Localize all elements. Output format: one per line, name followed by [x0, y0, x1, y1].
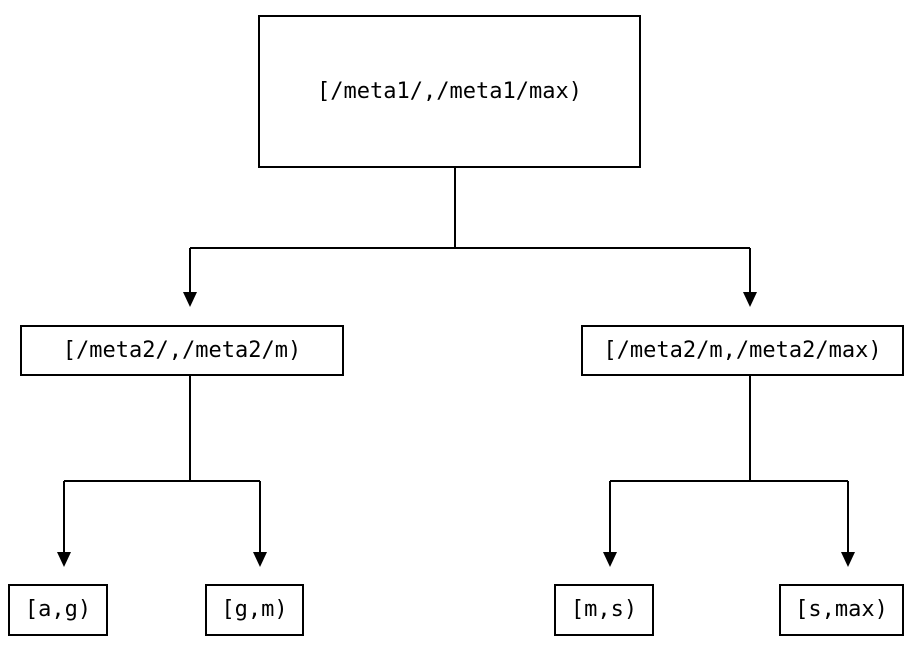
- node-root-label: [/meta1/,/meta1/max): [317, 78, 582, 104]
- node-leaf-ag: [a,g): [8, 584, 108, 636]
- arrowhead-to-leaf-ag: [57, 552, 71, 567]
- node-left-child-label: [/meta2/,/meta2/m): [62, 337, 302, 363]
- node-left-child: [/meta2/,/meta2/m): [20, 325, 344, 376]
- node-leaf-smax: [s,max): [779, 584, 904, 636]
- arrowhead-to-left-child: [183, 292, 197, 307]
- node-leaf-ag-label: [a,g): [24, 597, 92, 622]
- node-leaf-smax-label: [s,max): [795, 597, 888, 622]
- arrowhead-to-right-child: [743, 292, 757, 307]
- node-leaf-gm-label: [g,m): [221, 597, 288, 622]
- arrowhead-to-leaf-ms: [603, 552, 617, 567]
- arrowhead-to-leaf-smax: [841, 552, 855, 567]
- node-leaf-ms-label: [m,s): [570, 597, 638, 622]
- node-right-child: [/meta2/m,/meta2/max): [581, 325, 904, 376]
- node-right-child-label: [/meta2/m,/meta2/max): [603, 337, 882, 363]
- node-root: [/meta1/,/meta1/max): [258, 15, 641, 168]
- node-leaf-ms: [m,s): [554, 584, 654, 636]
- arrowhead-to-leaf-gm: [253, 552, 267, 567]
- node-leaf-gm: [g,m): [205, 584, 304, 636]
